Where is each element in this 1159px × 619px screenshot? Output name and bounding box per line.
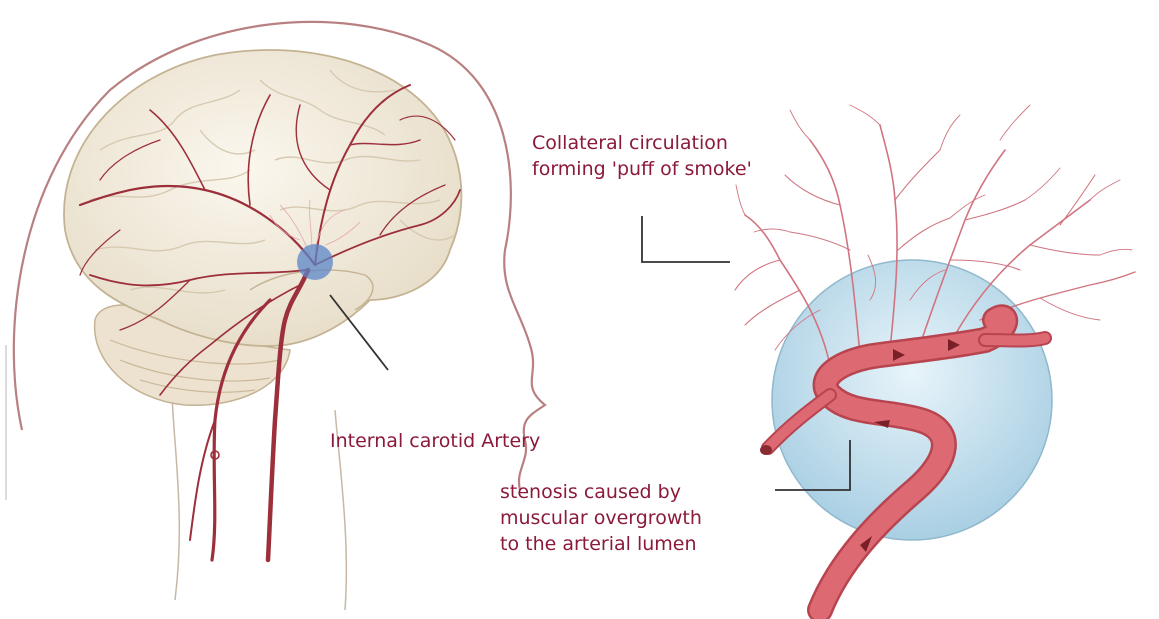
collateral-pointer: [642, 216, 730, 262]
collateral-label-line-1: Collateral circulation: [532, 130, 752, 156]
internal-carotid-label: Internal carotid Artery: [330, 428, 540, 454]
neck-outline-left: [172, 395, 179, 600]
stenosis-label-line-1: stenosis caused by: [500, 479, 702, 505]
stenosis-label: stenosis caused by muscular overgrowth t…: [500, 479, 702, 557]
stenosis-label-line-3: to the arterial lumen: [500, 531, 702, 557]
collateral-circulation-label: Collateral circulation forming 'puff of …: [532, 130, 752, 182]
stenosis-spot: [297, 244, 333, 280]
internal-carotid-label-text: Internal carotid Artery: [330, 428, 540, 454]
collateral-label-line-2: forming 'puff of smoke': [532, 156, 752, 182]
stenosis-label-line-2: muscular overgrowth: [500, 505, 702, 531]
brain: [64, 50, 461, 346]
